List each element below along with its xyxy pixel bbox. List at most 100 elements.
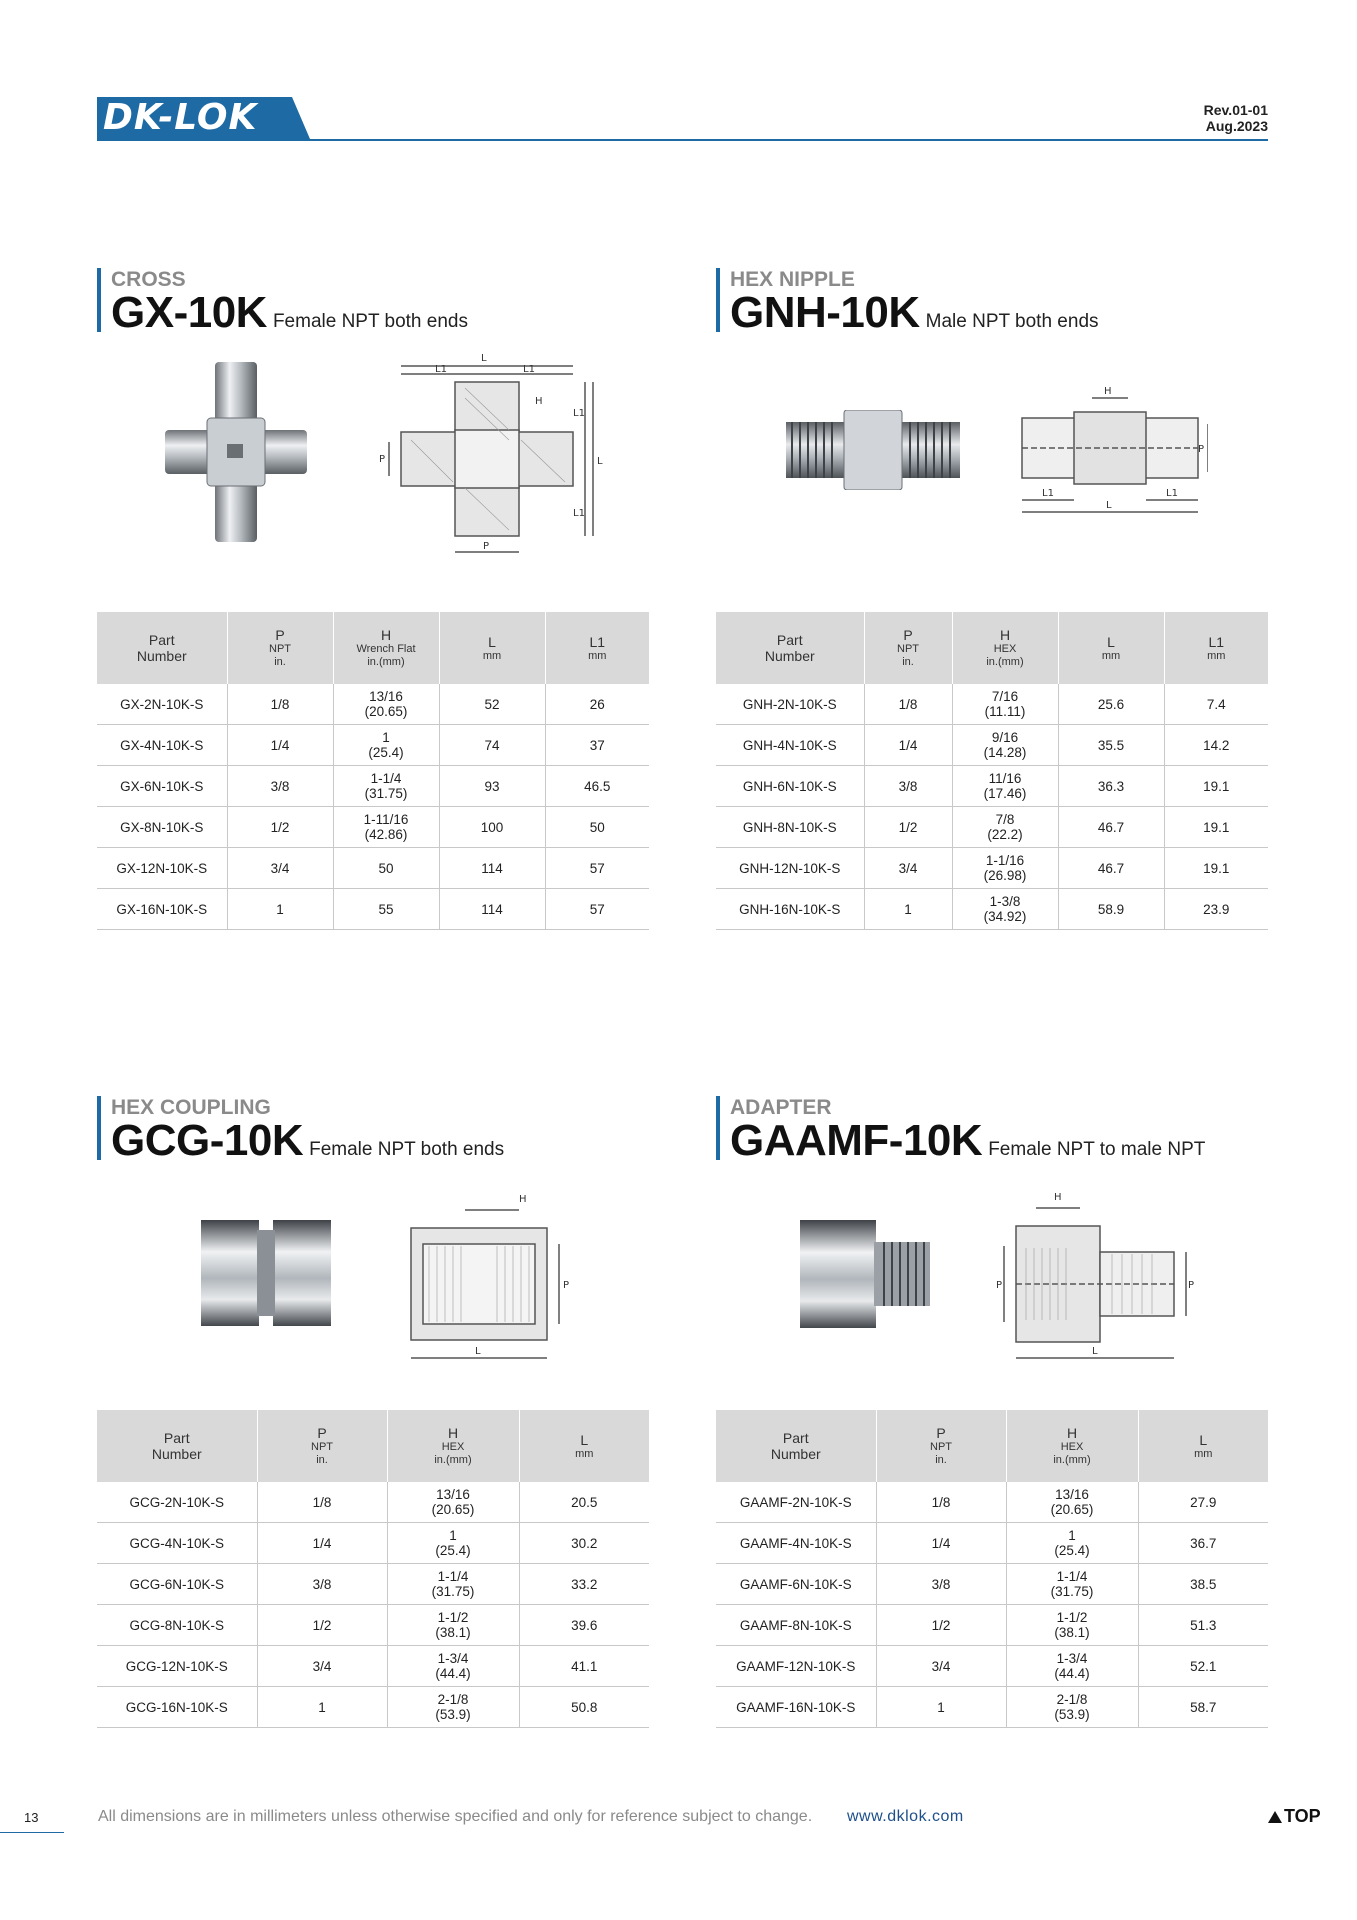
dim-label-h: H: [519, 1194, 527, 1205]
top-label: TOP: [1284, 1806, 1321, 1826]
dim-label-p-right: P: [1188, 1280, 1194, 1291]
section-category: HEX COUPLING: [111, 1096, 271, 1119]
hex-coupling-dimension-drawing: H P L: [410, 1194, 569, 1359]
hex-nipple-photo: [786, 410, 960, 490]
dim-label-l1-bottom: L1: [573, 508, 585, 519]
hex-coupling-photo: [201, 1220, 331, 1326]
adapter-dimension-drawing: H P P L: [996, 1192, 1194, 1359]
revision-date: Aug.2023: [1205, 118, 1268, 134]
header-rule: [97, 139, 1268, 141]
product-figure: H P L: [97, 1172, 649, 1406]
part-description: Female NPT both ends: [309, 1139, 505, 1160]
website-link[interactable]: www.dklok.com: [847, 1808, 964, 1825]
triangle-up-icon: [1268, 1811, 1282, 1823]
section-category: CROSS: [111, 268, 186, 291]
part-description: Male NPT both ends: [925, 311, 1099, 332]
hex-nipple-dimension-drawing: H P L1 L1 L: [1021, 386, 1208, 513]
logo-text: DK-LOK: [103, 97, 258, 138]
dim-label-l: L: [1092, 1346, 1098, 1357]
heading-accent-bar: [97, 268, 101, 332]
dim-label-l1-left: L1: [435, 364, 447, 375]
section-category: HEX NIPPLE: [730, 268, 855, 291]
dim-label-p: P: [563, 1280, 569, 1291]
dim-label-l1-top: L1: [573, 408, 585, 419]
part-series-code: GAAMF-10K: [730, 1116, 983, 1165]
revision-info: Rev.01-01 Aug.2023: [1204, 102, 1268, 134]
section-category: ADAPTER: [730, 1096, 832, 1119]
brand-logo: DK-LOK: [97, 97, 310, 139]
dim-label-p-bottom: P: [483, 541, 489, 552]
dim-label-l: L: [481, 353, 487, 364]
dim-label-l1-right: L1: [1166, 488, 1178, 499]
cross-dimension-drawing: L L1 L1 H L L1 L1 P P: [379, 353, 603, 553]
part-series-code: GCG-10K: [111, 1116, 304, 1165]
dim-label-l: L: [1106, 500, 1112, 511]
footer-disclaimer: All dimensions are in millimeters unless…: [98, 1808, 813, 1825]
part-description: Female NPT to male NPT: [988, 1139, 1206, 1160]
heading-accent-bar: [716, 268, 720, 332]
heading-accent-bar: [97, 1096, 101, 1160]
dim-label-h: H: [1054, 1192, 1062, 1203]
dim-label-l-vertical: L: [597, 456, 603, 467]
dim-label-l1-left: L1: [1042, 488, 1054, 499]
cross-fitting-photo: [165, 362, 307, 542]
heading-accent-bar: [716, 1096, 720, 1160]
page-number-rule: [0, 1832, 64, 1833]
dim-label-p-left: P: [379, 454, 385, 465]
back-to-top-link[interactable]: TOP: [1268, 1806, 1321, 1827]
part-description: Female NPT both ends: [272, 311, 468, 332]
dim-label-p: P: [1198, 444, 1204, 455]
product-figure: H P L1 L1 L: [716, 344, 1268, 578]
dim-label-h: H: [1104, 386, 1112, 397]
product-figure: L L1 L1 H L L1 L1 P P: [97, 344, 649, 578]
page-number: 13: [24, 1810, 39, 1825]
